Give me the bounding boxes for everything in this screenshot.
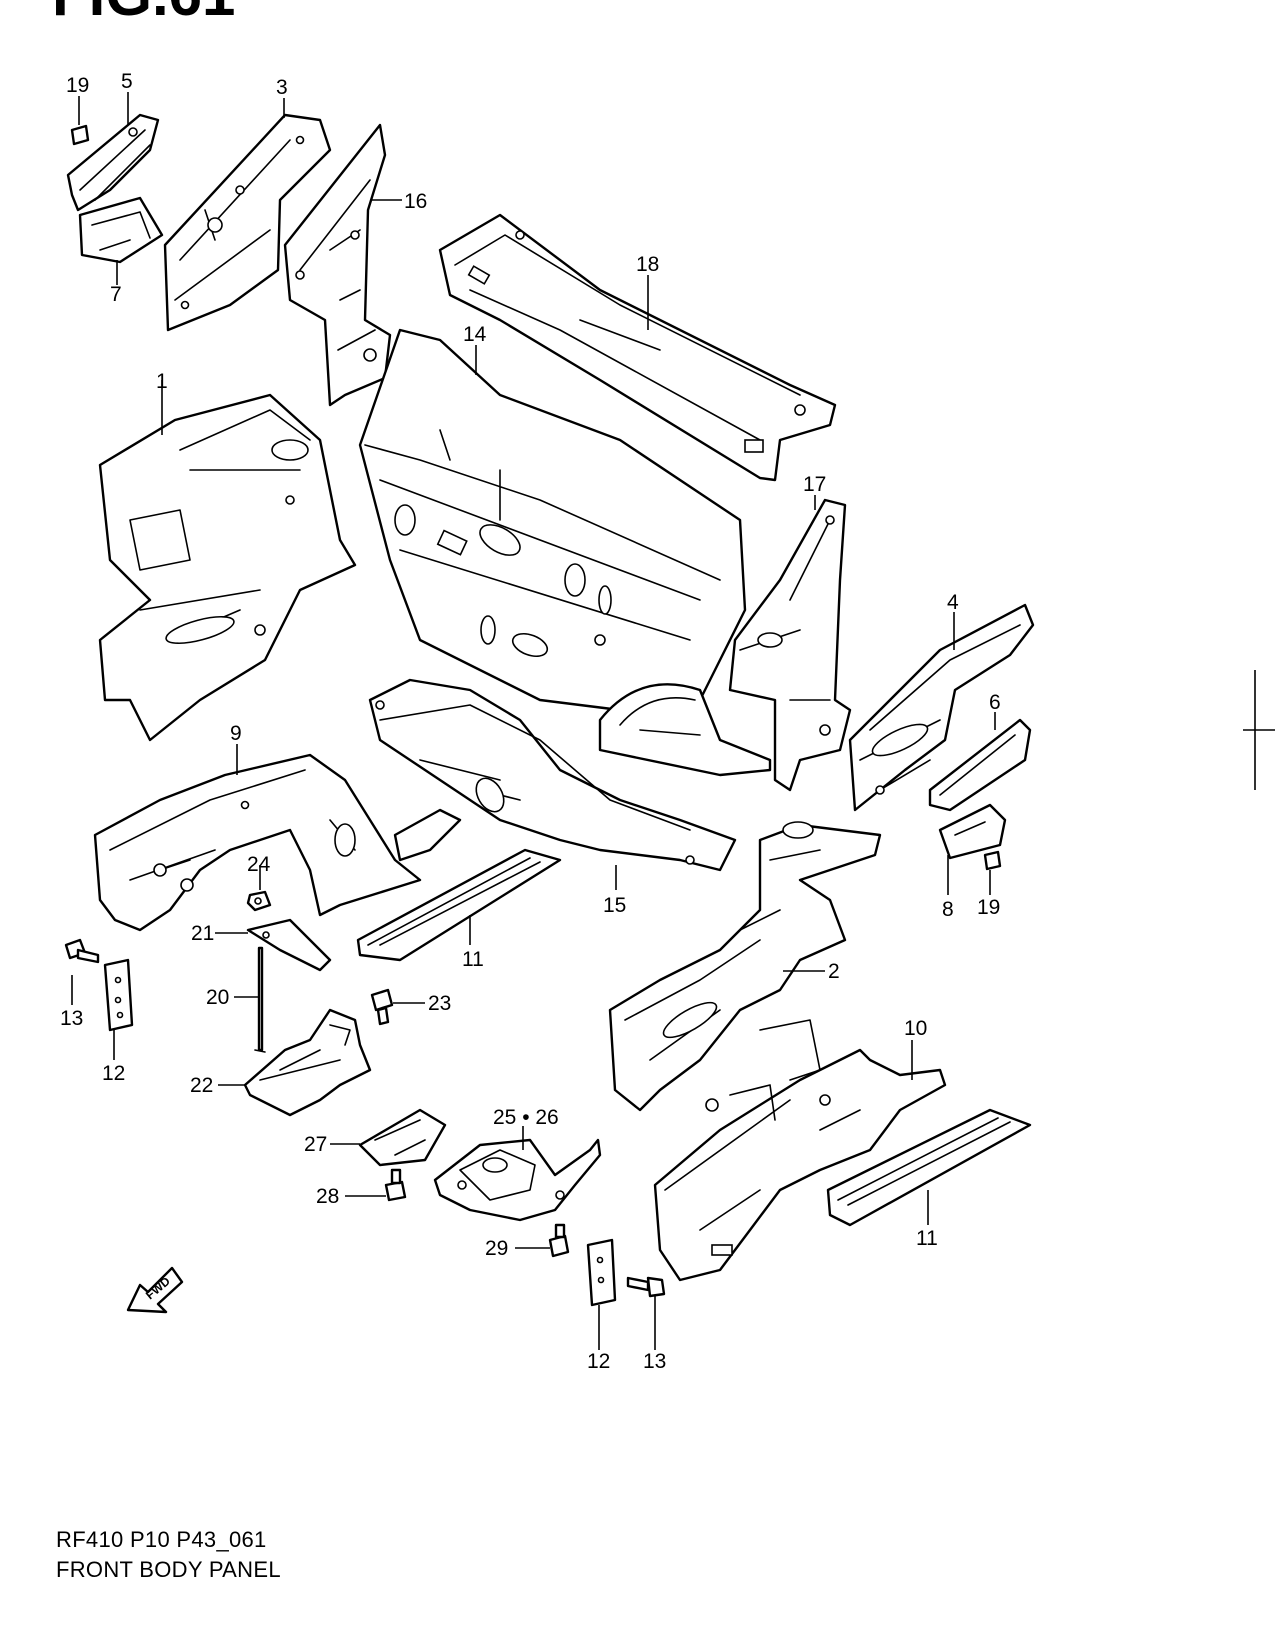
part-18-cowl [438,213,837,482]
callout-10: 10 [904,1017,927,1040]
part-28-bolt [384,1168,407,1202]
callout-28: 28 [316,1185,339,1208]
diagram-code: RF410 P10 P43_061 [56,1527,267,1552]
callout-25-26: 25 • 26 [493,1106,559,1129]
part-2-wheelhouse [608,821,882,1112]
part-23-bolt [370,988,394,1026]
part-4-panel [848,603,1035,812]
callout-14: 14 [463,323,487,346]
callout-24: 24 [247,853,271,876]
callout-3: 3 [276,76,288,99]
part-27-bracket [358,1108,447,1167]
callout-20: 20 [206,986,229,1009]
callout-12-left: 12 [102,1062,125,1085]
callout-19-right: 19 [977,896,1000,919]
part-16-pillar [283,123,392,407]
callout-22: 22 [190,1074,213,1097]
part-11-rail-left [356,848,562,962]
part-9-frame [93,753,422,932]
part-13-bolt-left [64,938,100,964]
fwd-arrow-icon: FWD [126,1266,184,1314]
callout-7: 7 [110,283,122,306]
part-5-bracket [66,113,160,212]
callout-8: 8 [942,898,954,921]
callout-labels: 19 5 3 16 7 18 14 1 17 4 6 9 15 24 11 21… [60,70,1001,1373]
callout-6: 6 [989,691,1001,714]
callout-19: 19 [66,74,89,97]
part-14-tunnel-hump [598,683,772,777]
part-19-cap-left [70,124,90,146]
callout-9: 9 [230,722,242,745]
margin-mark [1243,670,1275,790]
diagram-caption: FRONT BODY PANEL [56,1557,281,1582]
part-19-cap-right [983,850,1002,871]
part-29-bolt [548,1223,570,1258]
part-11-rail-right [826,1108,1032,1227]
part-1-wheelhouse [98,393,357,742]
callout-16: 16 [404,190,427,213]
part-10-frame [653,1019,947,1282]
part-25-26-mount [433,1138,602,1222]
part-15-crossmember [368,678,737,872]
callout-15: 15 [603,894,626,917]
callout-13-left: 13 [60,1007,83,1030]
callout-4: 4 [947,591,959,614]
part-7-bracket [78,196,164,264]
part-24-nut [246,890,272,912]
callout-23: 23 [428,992,451,1015]
part-3-panel [163,113,332,332]
callout-11-left: 11 [462,948,484,971]
part-6-bracket [928,718,1032,812]
part-17-pillar [728,498,852,792]
callout-29: 29 [485,1237,508,1260]
part-22-bracket [243,1008,372,1117]
figure-title: FIG.61 [52,0,235,29]
callout-27: 27 [304,1133,327,1156]
callout-21: 21 [191,922,214,945]
part-8-bracket [938,803,1007,860]
callout-11-right: 11 [916,1227,938,1250]
part-9-tab [393,808,462,862]
part-12-plate-right [586,1238,617,1307]
part-12-plate-left [103,958,134,1032]
callout-5: 5 [121,70,133,93]
part-14-dash-panel [358,328,747,712]
callout-17: 17 [803,473,826,496]
leader-lines [71,92,996,1350]
callout-1: 1 [156,370,168,393]
callout-2: 2 [828,960,840,983]
callout-12-right: 12 [587,1350,610,1373]
callout-18: 18 [636,253,659,276]
part-21-bracket [246,918,332,972]
callout-13-right: 13 [643,1350,666,1373]
part-20-rod [254,946,266,1053]
part-13-bolt-right [626,1276,666,1298]
